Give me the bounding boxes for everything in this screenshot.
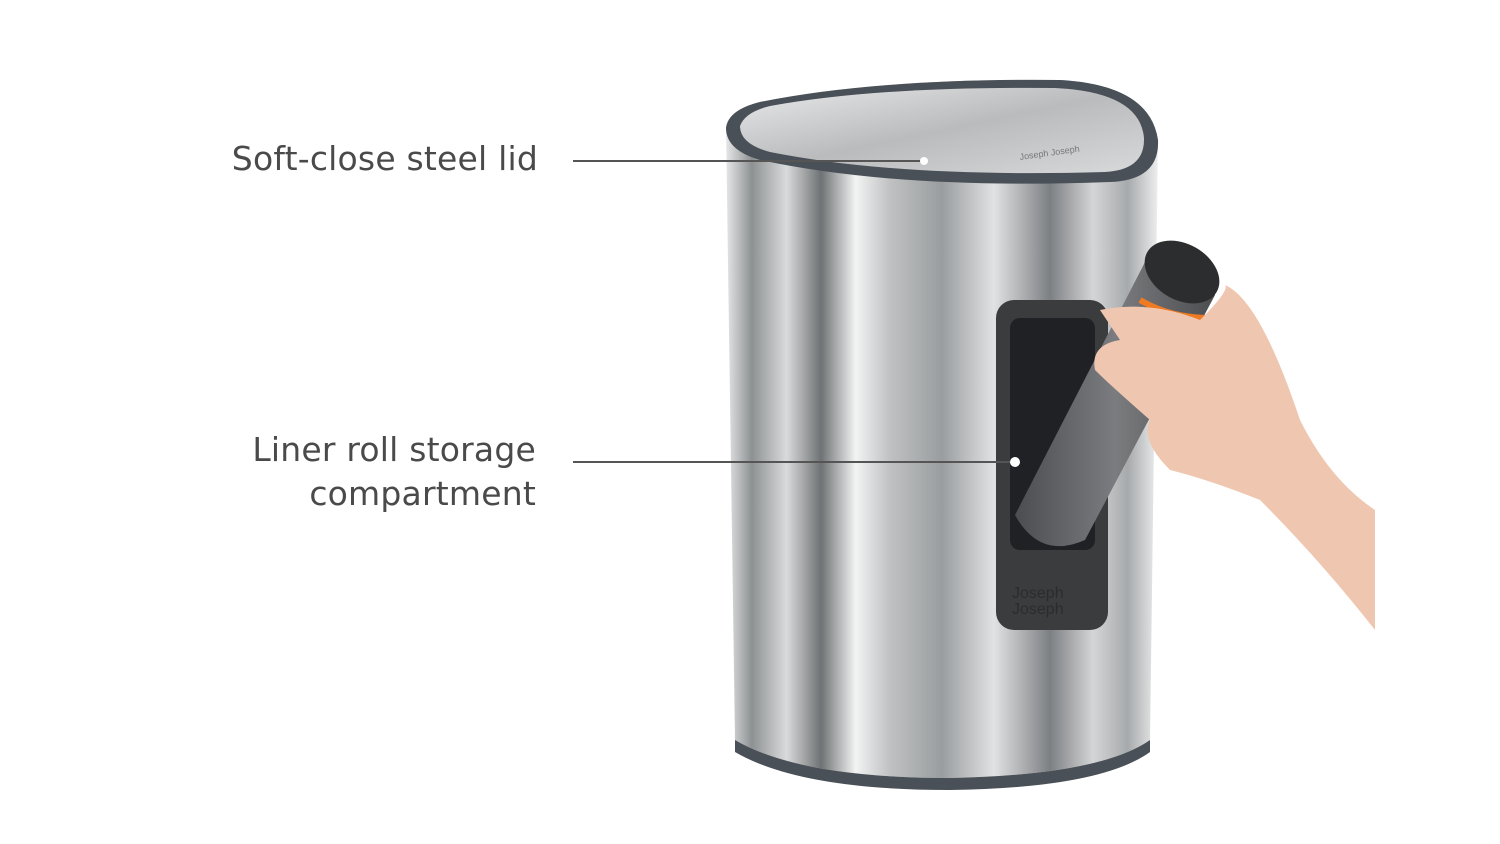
svg-text:Joseph: Joseph (1012, 585, 1064, 602)
callout-label-compartment: Liner roll storage compartment (252, 428, 536, 516)
callout-compartment (573, 457, 1020, 467)
callout-label-line: Liner roll storage (252, 430, 536, 469)
callout-label-line: compartment (309, 474, 536, 513)
callout-label-lid: Soft-close steel lid (232, 137, 538, 181)
hand (1094, 285, 1375, 630)
svg-text:Joseph: Joseph (1012, 601, 1064, 618)
callout-label-line: Soft-close steel lid (231, 139, 538, 178)
callout-lid (573, 157, 928, 165)
lid: Joseph Joseph (726, 79, 1159, 184)
